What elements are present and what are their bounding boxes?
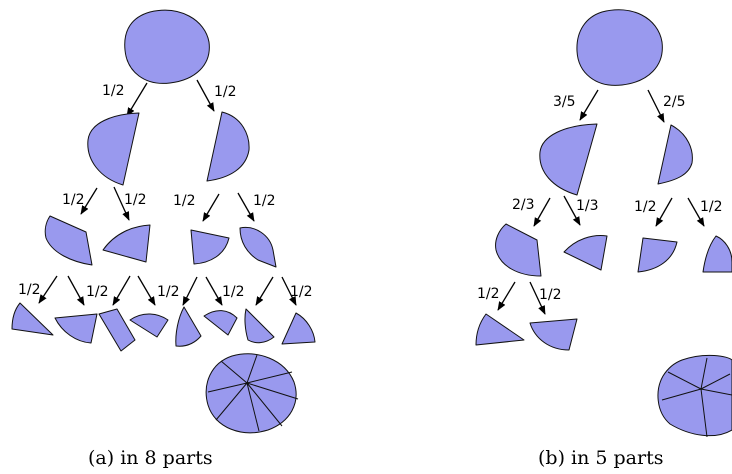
fraction-b-l2-1: 2/3: [512, 197, 535, 213]
arrow-a-l1-left: [126, 82, 148, 117]
fraction-b-l2-3: 1/2: [634, 199, 657, 215]
fraction-a-l2-1: 1/2: [62, 192, 85, 208]
arrow-b-l2-2: [563, 195, 581, 226]
fraction-b-l3-1: 1/2: [477, 286, 500, 302]
arrow-b-l1-left: [579, 89, 599, 121]
fraction-a-l3-5: 1/2: [290, 284, 313, 300]
whole-cake-b: [576, 9, 663, 86]
fraction-a-l2-4: 1/2: [253, 193, 276, 209]
piece-a-l3-3: [98, 308, 136, 352]
piece-b-l1-left: [539, 123, 598, 196]
arrow-b-l2-3: [655, 197, 673, 227]
arrow-b-l3-2: [529, 281, 546, 315]
arrow-a-l2-4: [237, 192, 255, 222]
arrow-a-l3-5: [182, 276, 198, 306]
arrow-b-l3-1: [497, 281, 516, 311]
piece-a-l3-7: [244, 308, 275, 344]
reassembled-cake-a: [205, 353, 299, 434]
piece-a-l2-2: [102, 224, 151, 263]
arrow-a-l3-6: [205, 276, 223, 306]
fraction-b-l1-left: 3/5: [553, 94, 576, 110]
arrow-a-l3-1: [38, 275, 58, 304]
fraction-a-l3-4: 1/2: [222, 284, 245, 300]
piece-a-l1-right: [206, 111, 250, 182]
caption-b: (b) in 5 parts: [538, 447, 663, 469]
piece-b-l3-2: [529, 318, 578, 351]
piece-a-l3-2: [54, 313, 98, 344]
arrow-b-l2-4: [687, 197, 705, 227]
arrow-a-l2-3: [202, 193, 220, 222]
fraction-b-l3-2: 1/2: [539, 287, 562, 303]
panel-b: 3/5 2/5 2/3 1/3 1/2 1/2 1/2 1/2 (b) in: [475, 9, 732, 469]
arrow-b-l1-right: [647, 89, 665, 123]
fraction-a-l3-3: 1/2: [157, 284, 180, 300]
arrow-a-l3-2: [67, 275, 85, 306]
piece-a-l2-4: [239, 226, 277, 268]
piece-a-l3-5: [175, 306, 202, 347]
fraction-a-l2-3: 1/2: [173, 193, 196, 209]
arrow-a-l3-7: [255, 276, 274, 306]
fraction-a-l1-right: 1/2: [214, 84, 237, 100]
fraction-b-l2-2: 1/3: [576, 198, 599, 214]
piece-a-l2-1: [44, 215, 93, 266]
arrow-a-l2-1: [80, 187, 98, 215]
piece-a-l1-left: [87, 112, 140, 186]
piece-a-l3-8: [281, 312, 316, 345]
arrow-a-l2-2: [113, 186, 130, 221]
arrow-b-l2-1: [533, 197, 551, 227]
piece-a-l2-3: [190, 229, 230, 265]
piece-a-l3-1: [11, 302, 54, 336]
caption-a: (a) in 8 parts: [88, 447, 213, 469]
fraction-a-l1-left: 1/2: [102, 83, 125, 99]
fraction-a-l3-2: 1/2: [86, 284, 109, 300]
fraction-a-l2-2: 1/2: [124, 192, 147, 208]
piece-a-l3-6: [203, 310, 238, 336]
arrow-a-l3-4: [137, 275, 156, 306]
piece-b-l1-right: [657, 124, 693, 185]
reassembled-cake-b: [657, 354, 732, 438]
fraction-b-l2-4: 1/2: [700, 199, 723, 215]
arrow-a-l3-8: [281, 276, 297, 306]
piece-a-l3-4: [129, 313, 169, 338]
arrow-a-l3-3: [112, 275, 131, 306]
piece-b-l2-3: [637, 237, 678, 273]
piece-b-l3-1: [475, 313, 525, 346]
arrow-a-l1-right: [196, 79, 215, 112]
whole-cake-a: [124, 9, 210, 84]
panel-a: 1/2 1/2 1/2 1/2 1/2 1/2 1/2 1/2 1/2 1/2 …: [11, 9, 316, 469]
piece-b-l2-4: [702, 235, 732, 273]
piece-b-l2-1: [495, 223, 542, 277]
fraction-a-l3-1: 1/2: [18, 282, 41, 298]
fraction-b-l1-right: 2/5: [663, 94, 686, 110]
piece-b-l2-2: [563, 235, 608, 271]
